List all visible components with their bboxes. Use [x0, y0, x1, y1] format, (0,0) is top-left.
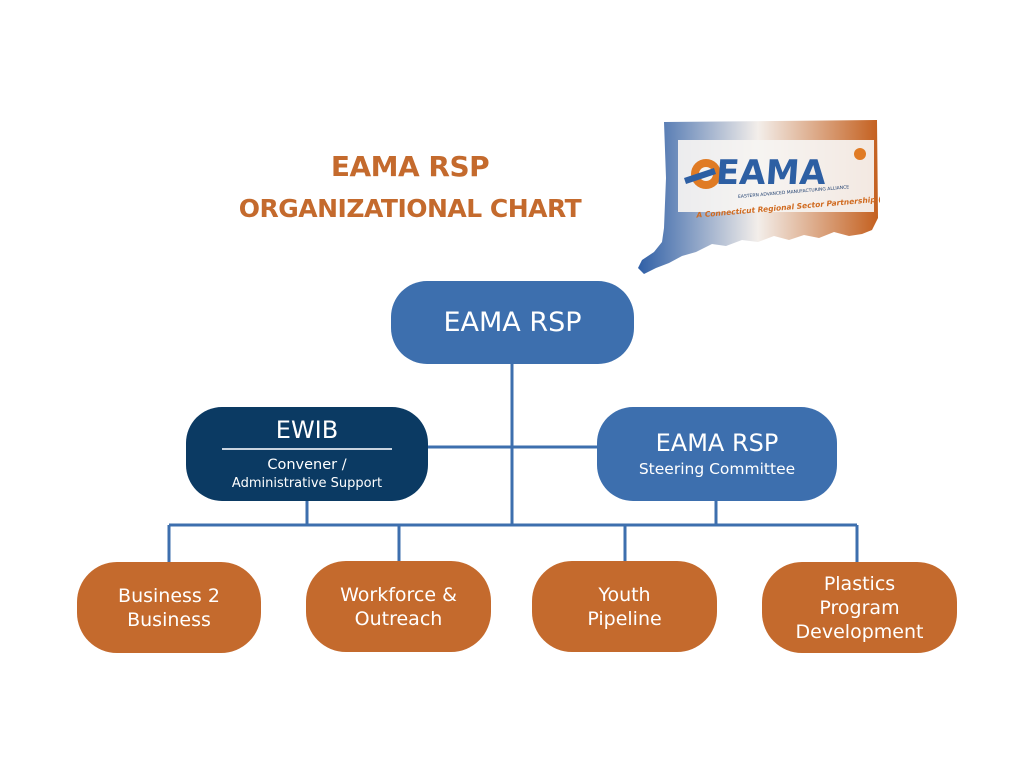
node-role-line2: Administrative Support	[231, 476, 383, 491]
chart-subtitle: ORGANIZATIONAL CHART	[238, 194, 582, 223]
logo-wordmark: EAMA	[715, 153, 828, 193]
node-label: Business 2 Business	[118, 584, 220, 631]
node-business-2-business: Business 2 Business	[77, 562, 261, 653]
node-plastics-program-development: Plastics Program Development	[762, 562, 957, 653]
node-label: Youth Pipeline	[587, 583, 662, 630]
node-role-line1: Convener /	[267, 457, 347, 473]
gear-icon	[684, 159, 721, 189]
node-label: EAMA RSP	[443, 307, 582, 338]
node-eama-rsp: EAMA RSP	[391, 281, 634, 364]
node-label: Workforce & Outreach	[340, 583, 457, 630]
node-label: Plastics Program Development	[795, 572, 924, 643]
node-label: EWIB	[275, 416, 339, 444]
eama-logo: EAMA EASTERN ADVANCED MANUFACTURING ALLI…	[638, 120, 880, 274]
node-role: Steering Committee	[638, 460, 796, 478]
node-workforce-outreach: Workforce & Outreach	[306, 561, 491, 652]
node-divider	[222, 448, 392, 450]
node-steering-committee: EAMA RSP Steering Committee	[597, 407, 837, 501]
node-youth-pipeline: Youth Pipeline	[532, 561, 717, 652]
star-icon	[854, 148, 866, 160]
node-ewib: EWIB Convener / Administrative Support	[186, 407, 428, 501]
node-label: EAMA RSP	[655, 429, 779, 457]
chart-title: EAMA RSP	[330, 150, 490, 183]
